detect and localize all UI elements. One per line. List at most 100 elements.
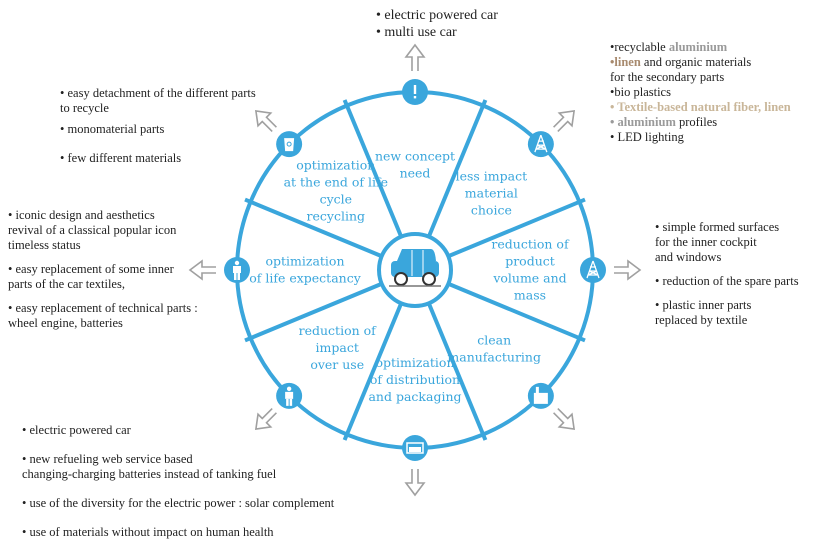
segment-label-line: choice (471, 203, 512, 218)
segment-label-distribution-packaging: optimization of distribution and packaging (368, 355, 461, 404)
note-left: • iconic design and aesthetics revival o… (8, 208, 198, 331)
segment-label-line: manufacturing (447, 350, 541, 365)
person-icon (276, 382, 303, 409)
note-line: wheel engine, batteries (8, 316, 123, 330)
note-text: •recyclable (610, 40, 669, 54)
note-line: and windows (655, 250, 722, 264)
segment-label-line: new concept (375, 149, 455, 164)
outward-arrow (404, 469, 426, 497)
note-line: •bio plastics (610, 85, 671, 99)
note-line: • easy detachment of the different parts (60, 86, 256, 100)
segment-label-line: optimization (296, 157, 375, 172)
segment-label-line: reduction of (491, 237, 570, 252)
outward-arrow (254, 408, 277, 431)
segment-label-line: clean (477, 333, 511, 348)
note-line: • simple formed surfaces (655, 220, 780, 234)
box-icon (402, 435, 428, 461)
note-right: • simple formed surfaces for the inner c… (655, 220, 799, 328)
wheel-spoke (426, 302, 488, 441)
recycle-bin-icon (276, 131, 303, 158)
note-line: for the secondary parts (610, 70, 725, 84)
outward-arrow (254, 109, 277, 132)
wheel-spoke (342, 99, 404, 238)
segment-label-line: cycle (320, 191, 352, 206)
note-line: • use of materials without impact on hum… (22, 525, 274, 539)
wheel-spoke (244, 197, 383, 259)
segment-label-line: need (400, 166, 431, 181)
car-icon (389, 249, 441, 287)
note-top: • electric powered car • multi use car (376, 7, 498, 41)
segment-label-line: and packaging (368, 389, 461, 404)
note-line: timeless status (8, 238, 81, 252)
note-line: •linen and organic materials (610, 55, 791, 70)
note-line: to recycle (60, 101, 109, 115)
note-line: • few different materials (60, 151, 182, 165)
tower-icon (527, 131, 554, 158)
note-top-right: •recyclable aluminium •linen and organic… (610, 40, 791, 145)
segment-label-line: product (505, 254, 555, 269)
outward-arrow (188, 259, 216, 281)
segment-label-reduction-volume: reduction of product volume and mass (491, 237, 570, 303)
outward-arrows (188, 43, 642, 497)
segment-label-line: optimization (265, 254, 344, 269)
note-line: • easy replacement of technical parts : (8, 301, 198, 315)
wheel-spokes (244, 99, 586, 441)
note-line: • iconic design and aesthetics (8, 208, 155, 222)
wheel-spoke (426, 99, 488, 238)
segment-icons (224, 79, 606, 461)
segment-label-less-impact-material: less impact material choice (456, 169, 528, 218)
segment-label-line: recycling (307, 208, 365, 223)
note-line: parts of the car textiles, (8, 277, 125, 291)
segment-label-line: of distribution (370, 372, 460, 387)
factory-icon (527, 382, 554, 409)
note-top-left: • easy detachment of the different parts… (60, 86, 256, 166)
highlight-aluminium: aluminium (668, 40, 728, 54)
highlight-linen: •linen (610, 55, 641, 69)
note-line: • LED lighting (610, 130, 684, 144)
segment-label-line: material (465, 186, 518, 201)
note-line: • monomaterial parts (60, 122, 165, 136)
wheel-spoke (244, 281, 383, 343)
segment-label-line: volume and (492, 271, 566, 286)
note-line: for the inner cockpit (655, 235, 757, 249)
segment-label-line: of life expectancy (249, 271, 361, 286)
note-line: • aluminium profiles (610, 115, 791, 130)
note-line: • electric powered car (376, 8, 498, 23)
note-line: • multi use car (376, 25, 457, 40)
note-line: • plastic inner parts (655, 298, 752, 312)
note-bottom-left: • electric powered car • new refueling w… (22, 423, 334, 540)
note-text: profiles (675, 115, 718, 129)
outward-arrow (553, 408, 576, 431)
exclamation-icon (402, 79, 428, 105)
segment-label-clean-manufacturing: clean manufacturing (447, 333, 541, 365)
person-icon (224, 257, 250, 283)
tower-icon (580, 257, 606, 283)
outward-arrow (404, 43, 426, 71)
wheel-spoke (342, 302, 404, 441)
note-line: • use of the diversity for the electric … (22, 496, 335, 510)
wheel-spoke (447, 197, 586, 259)
note-line: • new refueling web service based (22, 452, 193, 466)
segment-label-life-expectancy: optimization of life expectancy (249, 254, 361, 286)
segment-label-line: less impact (456, 169, 528, 184)
highlight-aluminium: • aluminium (610, 115, 676, 129)
segment-label-line: over use (310, 357, 364, 372)
note-line: changing-charging batteries instead of t… (22, 467, 277, 481)
note-line: •recyclable aluminium (610, 40, 791, 55)
segment-label-line: impact (316, 340, 359, 355)
note-text: and organic materials (640, 55, 752, 69)
segment-labels: new concept need less impact material choice… (249, 149, 570, 405)
note-line: revival of a classical popular icon (8, 223, 177, 237)
segment-label-line: mass (514, 288, 546, 303)
note-line: • easy replacement of some inner (8, 262, 174, 276)
outward-arrow (553, 109, 576, 132)
segment-label-new-concept: new concept need (375, 149, 455, 181)
highlight-textile: • Textile-based natural fiber, linen (610, 100, 791, 114)
note-line: replaced by textile (655, 313, 748, 327)
note-line: • reduction of the spare parts (655, 274, 799, 288)
note-line: • electric powered car (22, 423, 131, 437)
segment-label-line: optimization (375, 355, 454, 370)
